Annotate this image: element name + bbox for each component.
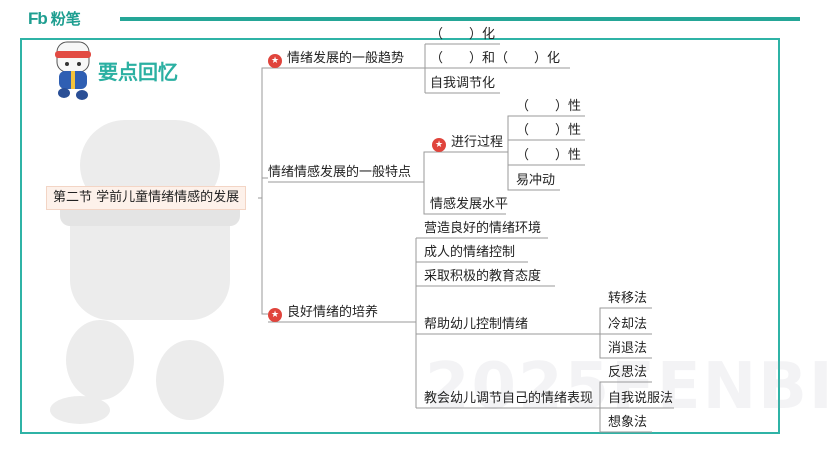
process-item: 易冲动 (516, 173, 556, 188)
root-node: 第二节 学前儿童情绪情感的发展 (46, 186, 247, 210)
regulate-method: 想象法 (608, 415, 648, 430)
brand-logo: Fb 粉笔 (28, 8, 81, 29)
process-label: 进行过程 (451, 135, 504, 150)
level-node: 情感发展水平 (430, 197, 509, 212)
header-divider (120, 17, 800, 21)
mascot-icon (55, 41, 91, 100)
branch-cultivation: ★ 良好情绪的培养 (268, 305, 378, 322)
trend-item: （ ）和（ ）化 (430, 51, 561, 66)
star-icon: ★ (268, 54, 282, 68)
star-icon: ★ (268, 308, 282, 322)
cultivation-item: 营造良好的情绪环境 (424, 221, 542, 236)
cultivation-item: 采取积极的教育态度 (424, 269, 542, 284)
process-item: （ ）性 (516, 123, 582, 138)
brand-mark: Fb (28, 8, 48, 28)
trend-item: （ ）化 (430, 27, 496, 42)
cultivation-item: 帮助幼儿控制情绪 (424, 317, 529, 332)
cultivation-item: 成人的情绪控制 (424, 245, 516, 260)
brand-name: 粉笔 (50, 10, 81, 28)
branch-cultivation-label: 良好情绪的培养 (287, 305, 379, 320)
content-frame (20, 38, 780, 434)
trend-item: 自我调节化 (430, 76, 496, 91)
branch-trend: ★ 情绪发展的一般趋势 (268, 51, 404, 68)
star-icon: ★ (432, 138, 446, 152)
process-item: （ ）性 (516, 99, 582, 114)
watermark: 2025FENBI (425, 350, 835, 424)
branch-trend-label: 情绪发展的一般趋势 (287, 51, 405, 66)
regulate-method: 自我说服法 (608, 391, 674, 406)
cultivation-item: 教会幼儿调节自己的情绪表现 (424, 391, 594, 406)
process-node: ★ 进行过程 (432, 135, 503, 152)
section-title: 要点回忆 (98, 60, 178, 84)
branch-features-label: 情绪情感发展的一般特点 (268, 165, 412, 180)
control-method: 消退法 (608, 341, 648, 356)
process-item: （ ）性 (516, 148, 582, 163)
regulate-method: 反思法 (608, 365, 648, 380)
mindmap-connectors (258, 43, 674, 433)
control-method: 转移法 (608, 291, 648, 306)
control-method: 冷却法 (608, 317, 648, 332)
